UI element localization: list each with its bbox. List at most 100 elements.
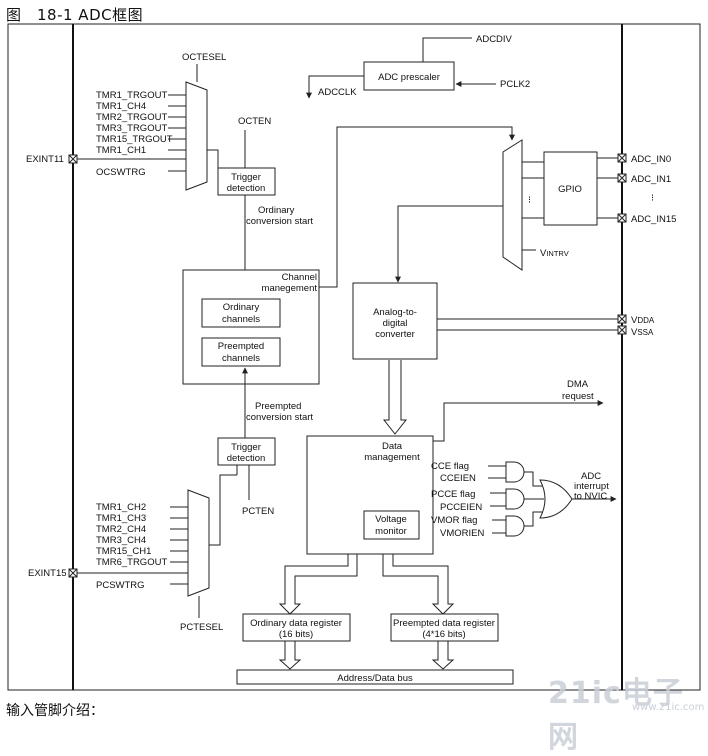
preempted-channels-text: Preempted <box>218 341 264 352</box>
flag-label: PCCE flag <box>431 489 475 500</box>
ordinary-channels-text: channels <box>222 314 260 325</box>
dma-request-label: DMA <box>567 379 589 390</box>
ordinary-trigger-label: TMR2_TRGOUT <box>96 112 167 123</box>
adc-interrupt-label: to NVIC <box>574 491 607 502</box>
preempted-trigger-mux <box>187 489 210 597</box>
vssa-pin-icon <box>617 325 627 335</box>
preempted-trigger-inputs: TMR1_CH2 TMR1_CH3 TMR2_CH4 TMR3_CH4 TMR1… <box>96 502 188 568</box>
vdda-pin-icon <box>617 314 627 324</box>
mux-dots: ⁝ <box>528 195 531 206</box>
ordinary-trigger-label: TMR3_TRGOUT <box>96 123 167 134</box>
preempted-conv-start-label: conversion start <box>246 412 313 423</box>
channel-mgmt-label: manegement <box>262 283 318 294</box>
adc-converter-box <box>352 282 438 360</box>
ordinary-conv-start-label: conversion start <box>246 216 313 227</box>
adc-interrupt-label: ADC <box>581 471 601 482</box>
and-gate-icon <box>505 461 525 483</box>
flag-label: PCCEIEN <box>440 502 482 513</box>
preempted-data-reg-text: Preempted data register <box>393 618 495 629</box>
ordinary-trigger-label: TMR15_TRGOUT <box>96 134 173 145</box>
exint11-label: EXINT11 <box>26 154 64 165</box>
adc-to-data-arrow <box>382 360 408 435</box>
adc-prescaler-text: ADC prescaler <box>378 72 440 83</box>
voltage-monitor-text: Voltage <box>375 514 407 525</box>
gpio-text: GPIO <box>558 184 582 195</box>
adc-in15-label: ADC_IN15 <box>631 214 676 225</box>
exint15-pin-icon <box>68 568 78 578</box>
adc-text: converter <box>375 329 415 340</box>
preempted-trigger-label: TMR15_CH1 <box>96 546 151 557</box>
diagram-frame <box>7 23 701 691</box>
to-ordinary-reg-arrow <box>278 553 358 615</box>
adc-in1-pin-icon <box>617 173 627 183</box>
ordinary-trigger-mux <box>185 81 208 191</box>
to-preempted-reg-arrow <box>382 553 455 615</box>
trigger-detection-text: Trigger <box>231 442 261 453</box>
ocswtrg-label: OCSWTRG <box>96 167 146 178</box>
pctesel-label: PCTESEL <box>180 622 223 633</box>
preempted-trigger-label: TMR1_CH3 <box>96 513 146 524</box>
ordinary-data-register-box <box>242 613 351 642</box>
ordinary-trigger-detection-box <box>217 167 276 196</box>
figure-title: 图 18-1 ADC框图 <box>6 6 144 24</box>
ordinary-trigger-label: TMR1_CH4 <box>96 101 146 112</box>
vssa-label: VSSA <box>631 327 654 338</box>
adc-in0-pin-icon <box>617 153 627 163</box>
ordinary-channels-box <box>201 298 281 328</box>
pclk2-label: PCLK2 <box>500 79 530 90</box>
flag-label: CCEIEN <box>440 473 476 484</box>
voltage-monitor-box <box>363 510 420 540</box>
preempted-channels-box <box>201 337 281 367</box>
data-mgmt-text: Data <box>382 441 403 452</box>
adc-in1-label: ADC_IN1 <box>631 174 671 185</box>
watermark-url: www.21ic.com <box>632 702 705 713</box>
preempted-data-register-box <box>390 613 499 642</box>
preempted-data-reg-text: (4*16 bits) <box>422 629 465 640</box>
octesel-label: OCTESEL <box>182 52 226 63</box>
exint15-label: EXINT15 <box>28 568 67 579</box>
trigger-detection-text: Trigger <box>231 172 261 183</box>
preempted-trigger-label: TMR6_TRGOUT <box>96 557 167 568</box>
ordinary-trigger-inputs: TMR1_TRGOUT TMR1_CH4 TMR2_TRGOUT TMR3_TR… <box>96 90 186 156</box>
flag-label: VMORIEN <box>440 528 484 539</box>
or-gate-icon <box>539 479 573 519</box>
ordinary-reg-to-bus-arrow <box>278 640 302 670</box>
ordinary-trigger-label: TMR1_CH1 <box>96 145 146 156</box>
preempted-trigger-label: TMR1_CH2 <box>96 502 146 513</box>
ordinary-data-reg-text: (16 bits) <box>279 629 313 640</box>
preempted-trigger-label: TMR2_CH4 <box>96 524 146 535</box>
ordinary-channels-text: Ordinary <box>223 302 260 313</box>
adc-interrupt-label: interrupt <box>574 481 609 492</box>
adc-in-dots: ⁝ <box>651 193 654 204</box>
adc-text: digital <box>383 318 408 329</box>
interrupt-flags: CCE flag CCEIEN PCCE flag PCCEIEN VMOR f… <box>431 461 506 539</box>
adc-in0-label: ADC_IN0 <box>631 154 671 165</box>
ordinary-conv-start-label: Ordinary <box>258 205 295 216</box>
vdda-label: VDDA <box>631 315 655 326</box>
channel-mgmt-label: Channel <box>282 272 317 283</box>
flag-label: VMOR flag <box>431 515 477 526</box>
adc-in15-pin-icon <box>617 213 627 223</box>
and-gate-icon <box>505 515 525 537</box>
adc-text: Analog-to- <box>373 307 417 318</box>
exint11-pin-icon <box>68 154 78 164</box>
gpio-box <box>543 151 598 226</box>
data-mgmt-text: management <box>364 452 420 463</box>
trigger-detection-text: detection <box>227 183 266 194</box>
octen-label: OCTEN <box>238 116 271 127</box>
voltage-monitor-text: monitor <box>375 526 407 537</box>
adcdiv-label: ADCDIV <box>476 34 513 45</box>
preempted-channels-text: channels <box>222 353 260 364</box>
dma-request-label: request <box>562 391 594 402</box>
pcten-label: PCTEN <box>242 506 274 517</box>
ordinary-trigger-label: TMR1_TRGOUT <box>96 90 167 101</box>
ordinary-data-reg-text: Ordinary data register <box>250 618 342 629</box>
footer-heading: 输入管脚介绍： <box>6 703 104 719</box>
address-data-bus <box>236 669 514 685</box>
preempted-trigger-label: TMR3_CH4 <box>96 535 146 546</box>
adc-block-diagram: OCTESEL TMR1_TRGOUT TMR1_CH4 TMR2_TRGOUT… <box>7 23 701 691</box>
pcswtrg-label: PCSWTRG <box>96 580 145 591</box>
and-gate-icon <box>505 488 525 510</box>
analog-input-mux <box>502 139 523 271</box>
address-bus-text: Address/Data bus <box>337 673 413 684</box>
